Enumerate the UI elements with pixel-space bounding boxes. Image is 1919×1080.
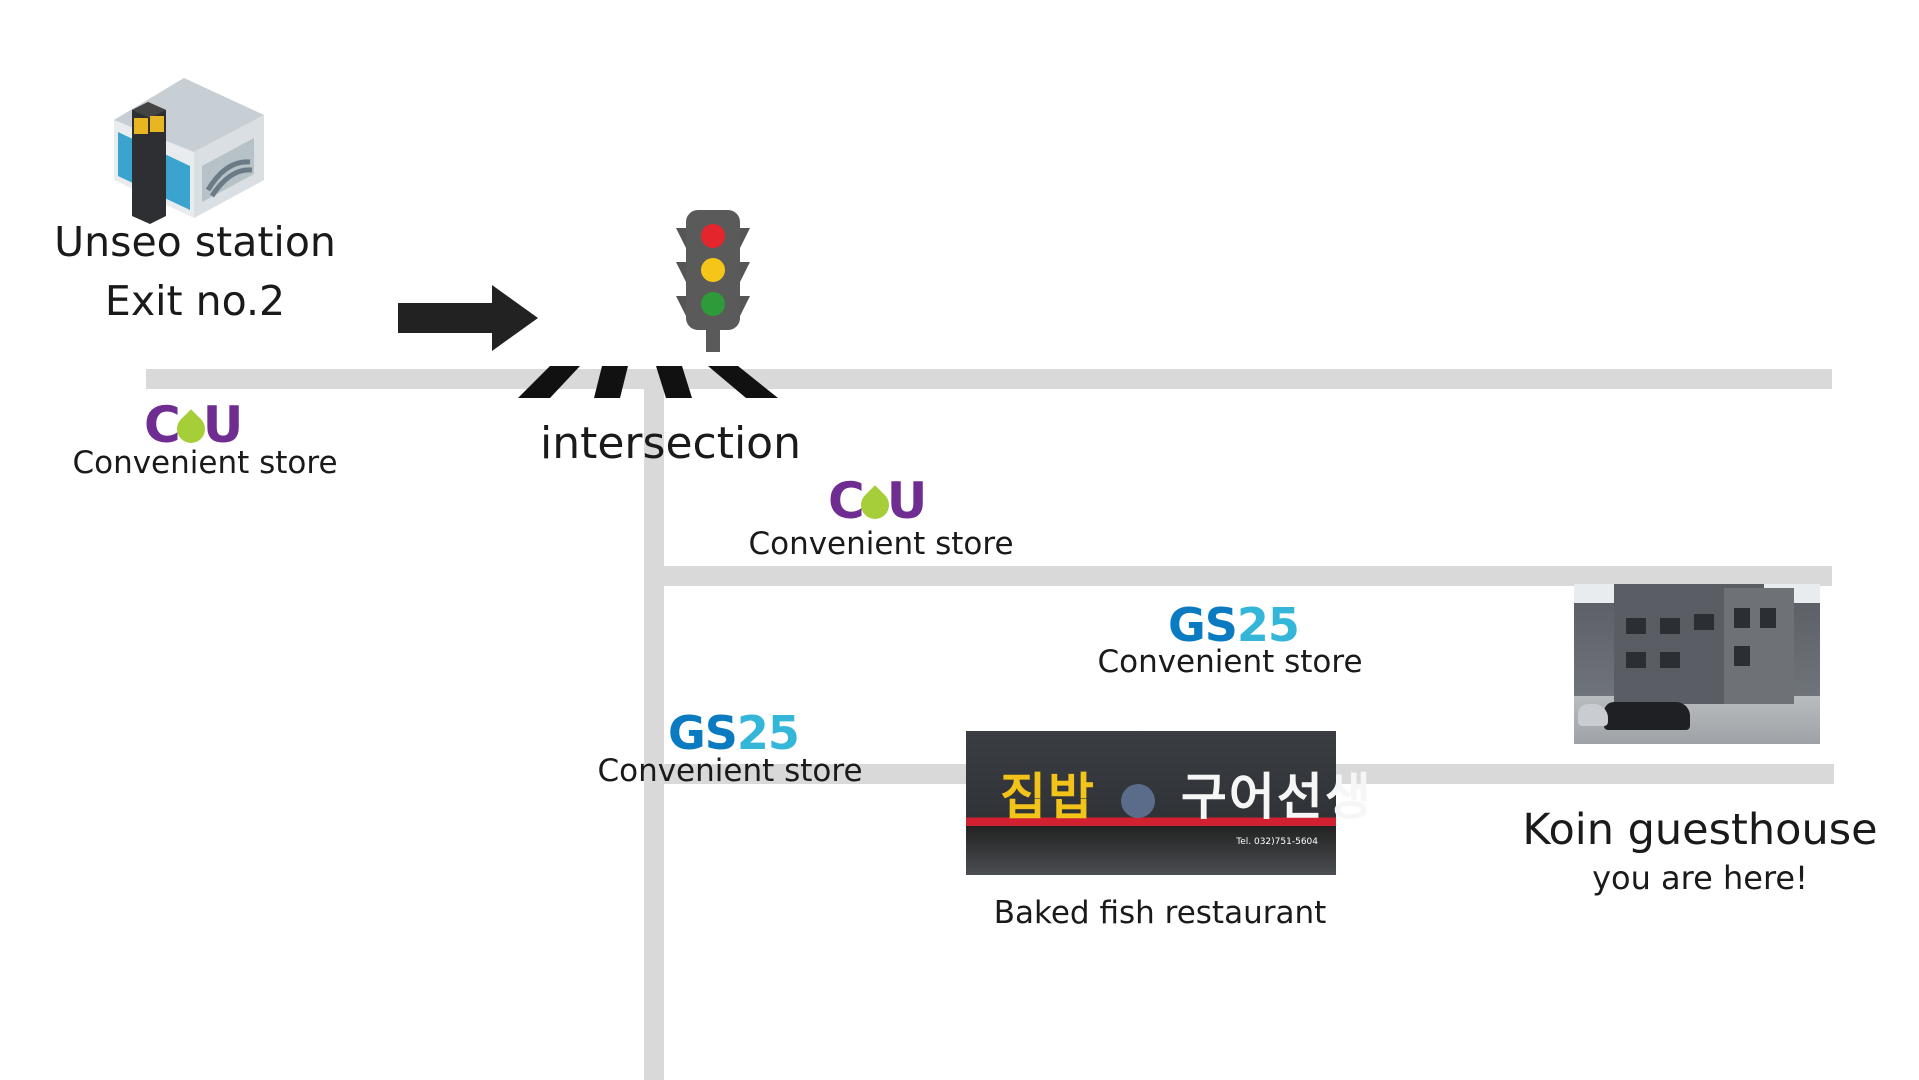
arrow-right-icon xyxy=(398,285,538,351)
guesthouse-name: Koin guesthouse xyxy=(1522,805,1878,855)
store-label-cu-2: Convenient store xyxy=(748,526,1014,562)
gs-logo-number: 25 xyxy=(736,706,800,760)
road-second-horizontal xyxy=(664,566,1832,586)
restaurant-sign-text-2: 구어선생 xyxy=(1180,768,1373,826)
subway-station-icon xyxy=(114,78,264,224)
restaurant-sign: 집밥 구어선생 xyxy=(1000,757,1373,829)
restaurant-label: Baked fish restaurant xyxy=(993,895,1327,931)
crosswalk-icon xyxy=(518,366,778,398)
cu-logo-c: C xyxy=(144,396,181,454)
store-label-gs25-1: Convenient store xyxy=(1097,644,1363,680)
restaurant-sign-text-1: 집밥 xyxy=(1000,768,1096,826)
gs-logo-letters: GS xyxy=(668,706,738,760)
gs25-logo-2: GS25 xyxy=(668,706,800,760)
gs25-logo-1: GS25 xyxy=(1168,598,1300,652)
fish-icon xyxy=(1121,783,1156,818)
store-label-cu-1: Convenient store xyxy=(72,445,338,481)
restaurant-photo: 집밥 구어선생 Tel. 032)751-5604 xyxy=(966,731,1371,875)
gs-logo-number: 25 xyxy=(1236,598,1300,652)
station-exit: Exit no.2 xyxy=(104,277,286,326)
guesthouse-photo xyxy=(1574,584,1820,744)
intersection-label: intersection xyxy=(540,418,801,469)
road-main-horizontal xyxy=(146,369,1832,389)
gs-logo-letters: GS xyxy=(1168,598,1238,652)
road-vertical xyxy=(644,389,664,1080)
cu-logo-c: C xyxy=(828,472,865,530)
cu-logo-u: U xyxy=(202,396,244,454)
station-name: Unseo station xyxy=(54,218,336,266)
cu-logo-u: U xyxy=(886,472,928,530)
store-label-gs25-2: Convenient store xyxy=(597,753,863,789)
restaurant-sign-tel: Tel. 032)751-5604 xyxy=(1236,837,1318,847)
station-label: Unseo station Exit no.2 xyxy=(40,218,350,336)
guesthouse-note: you are here! xyxy=(1592,858,1808,897)
traffic-light-icon xyxy=(676,210,750,352)
guesthouse-label: Koin guesthouse you are here! xyxy=(1500,805,1900,897)
